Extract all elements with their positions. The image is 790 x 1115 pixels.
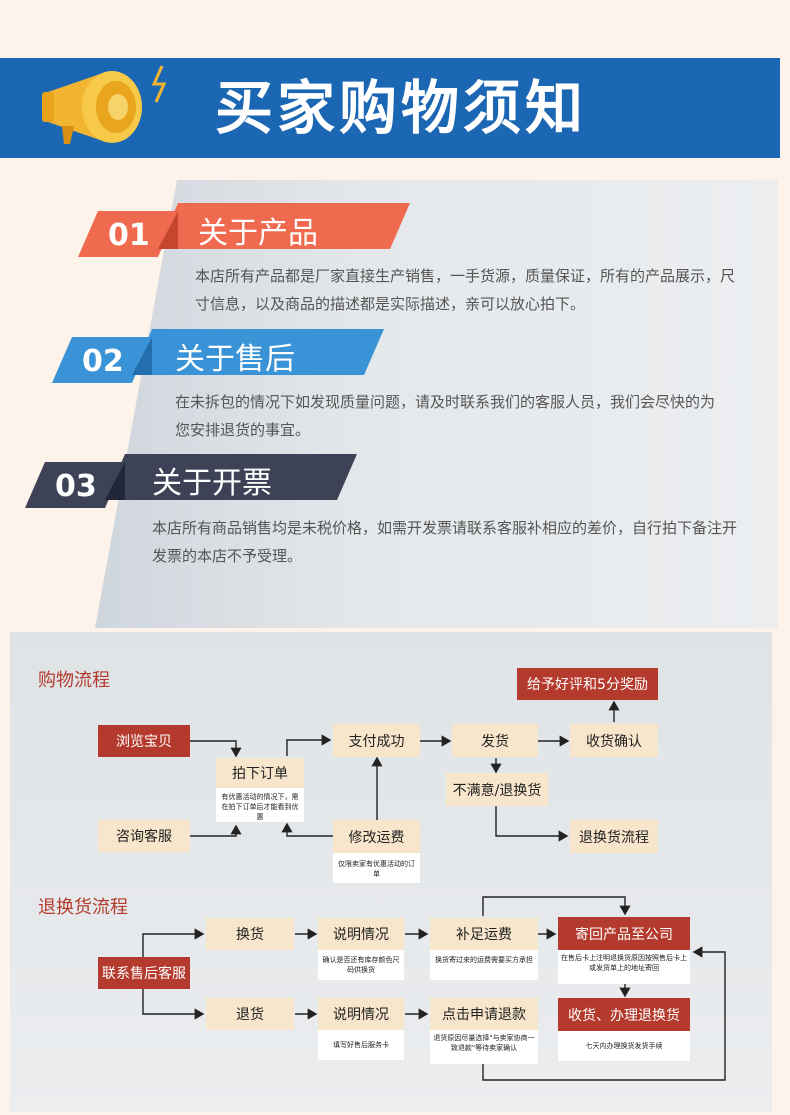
freight-note: 换货寄过来的运费需要买方承担	[430, 950, 538, 980]
order-note: 有优惠活动的情况下，需在拍下订单后才能看到优惠	[216, 788, 304, 822]
section-01-title: 关于产品	[198, 216, 318, 251]
section-03-text: 本店所有商品销售均是未税价格，如需开发票请联系客服补相应的差价，自行拍下备注开发…	[152, 519, 738, 565]
send-back-box: 寄回产品至公司	[558, 917, 690, 950]
section-03-title: 关于开票	[152, 466, 272, 501]
section-01-text: 本店所有产品都是厂家直接生产销售，一手货源，质量保证，所有的产品展示，尺寸信息，…	[195, 267, 736, 313]
explain-exchange-box: 说明情况	[318, 918, 404, 950]
freight-box: 补足运费	[430, 918, 538, 950]
megaphone-icon	[42, 65, 167, 144]
return-flow-heading: 退换货流程	[38, 897, 128, 918]
order-box: 拍下订单	[216, 758, 304, 788]
modify-box: 修改运费	[333, 820, 420, 853]
section-02-text: 在未拆包的情况下如发现质量问题，请及时联系我们的客服人员，我们会尽快的为您安排退…	[175, 393, 716, 439]
consult-box: 咨询客服	[98, 820, 190, 852]
modify-note: 仅限卖家有优惠活动的订单	[333, 853, 420, 883]
section-03-number: 03	[55, 469, 97, 504]
contact-box: 联系售后客服	[98, 957, 190, 989]
section-01-number: 01	[108, 218, 150, 253]
notice-panel	[95, 180, 778, 628]
section-02-number: 02	[82, 344, 124, 379]
explain-refund-note: 填写好售后服务卡	[318, 1030, 404, 1060]
ship-box: 发货	[452, 724, 538, 757]
pay-box: 支付成功	[333, 724, 420, 757]
return-process-box: 退换货流程	[570, 820, 658, 853]
section-02-tab	[52, 329, 384, 383]
explain-exchange-note: 确认是否还有库存颜色尺码供换货	[318, 950, 404, 980]
receive-box: 收货确认	[570, 724, 658, 757]
receive-process-box: 收货、办理退换货	[558, 998, 690, 1031]
refund-box: 退货	[206, 998, 294, 1030]
apply-refund-box: 点击申请退款	[430, 998, 538, 1030]
section-02-title: 关于售后	[175, 342, 295, 377]
exchange-box: 换货	[206, 918, 294, 950]
explain-refund-box: 说明情况	[318, 998, 404, 1030]
section-01-tab	[78, 203, 410, 257]
review-box: 给予好评和5分奖励	[517, 668, 658, 700]
page-title: 买家购物须知	[215, 74, 588, 142]
section-03-tab	[25, 454, 357, 508]
browse-box: 浏览宝贝	[98, 725, 190, 757]
send-back-note: 在售后卡上注明退换货原因按照售后卡上或发货单上的地址寄回	[558, 950, 690, 984]
shopping-flow-heading: 购物流程	[38, 670, 110, 691]
unsatisfied-box: 不满意/退换货	[446, 773, 548, 806]
apply-refund-note: 退货原因尽量选择"与卖家协商一致退款"等待卖家确认	[430, 1030, 538, 1064]
receive-process-note: 七天内办理换货发货手续	[558, 1031, 690, 1061]
